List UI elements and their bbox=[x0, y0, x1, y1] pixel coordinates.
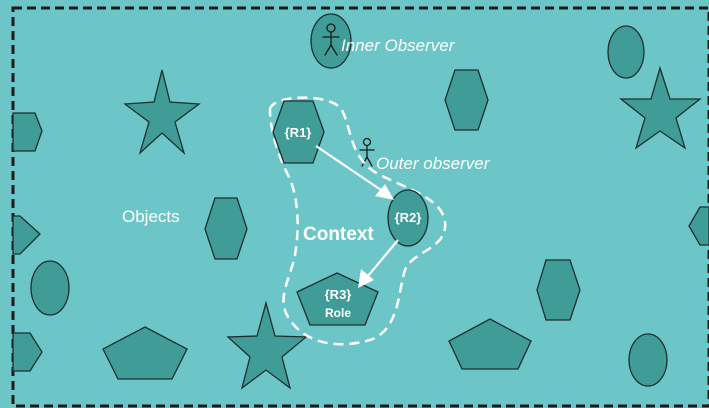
diagram-frame bbox=[11, 6, 709, 408]
inner-observer bbox=[310, 13, 352, 69]
r1-label: {R1} bbox=[285, 125, 312, 140]
r1-to-r2-arrow bbox=[315, 145, 394, 200]
r2-label: {R2} bbox=[395, 210, 422, 225]
stick-figure-icon bbox=[322, 23, 340, 56]
hexagon-object bbox=[12, 332, 43, 372]
hexagon-object bbox=[204, 197, 248, 260]
ellipse-object bbox=[607, 25, 645, 79]
ellipse-object bbox=[30, 260, 70, 316]
objects-group bbox=[12, 25, 709, 390]
context-label: Context bbox=[303, 224, 374, 245]
context-boundary bbox=[268, 96, 447, 346]
r2-to-r3-arrow bbox=[358, 239, 399, 288]
hexagon-object bbox=[12, 112, 43, 152]
star-object bbox=[226, 300, 308, 390]
outer-observer-label: Outer observer bbox=[376, 154, 491, 173]
star-object bbox=[123, 69, 201, 156]
r2-ellipse bbox=[387, 189, 429, 247]
hexagon-object bbox=[444, 69, 489, 131]
r1-hexagon bbox=[272, 100, 325, 164]
pentagon-object bbox=[102, 326, 188, 380]
pentagon-object bbox=[448, 318, 532, 370]
role-label: Role bbox=[325, 306, 351, 320]
hexagon-object bbox=[536, 259, 581, 321]
r3-pentagon bbox=[296, 272, 379, 326]
hexagon-object bbox=[688, 206, 709, 246]
ellipse-object bbox=[628, 333, 668, 387]
objects-label: Objects bbox=[122, 207, 180, 226]
inner-observer-label: Inner Observer bbox=[341, 36, 456, 55]
r3-label: {R3} bbox=[325, 287, 352, 302]
hexagon-object bbox=[12, 215, 41, 255]
star-object bbox=[619, 65, 702, 150]
